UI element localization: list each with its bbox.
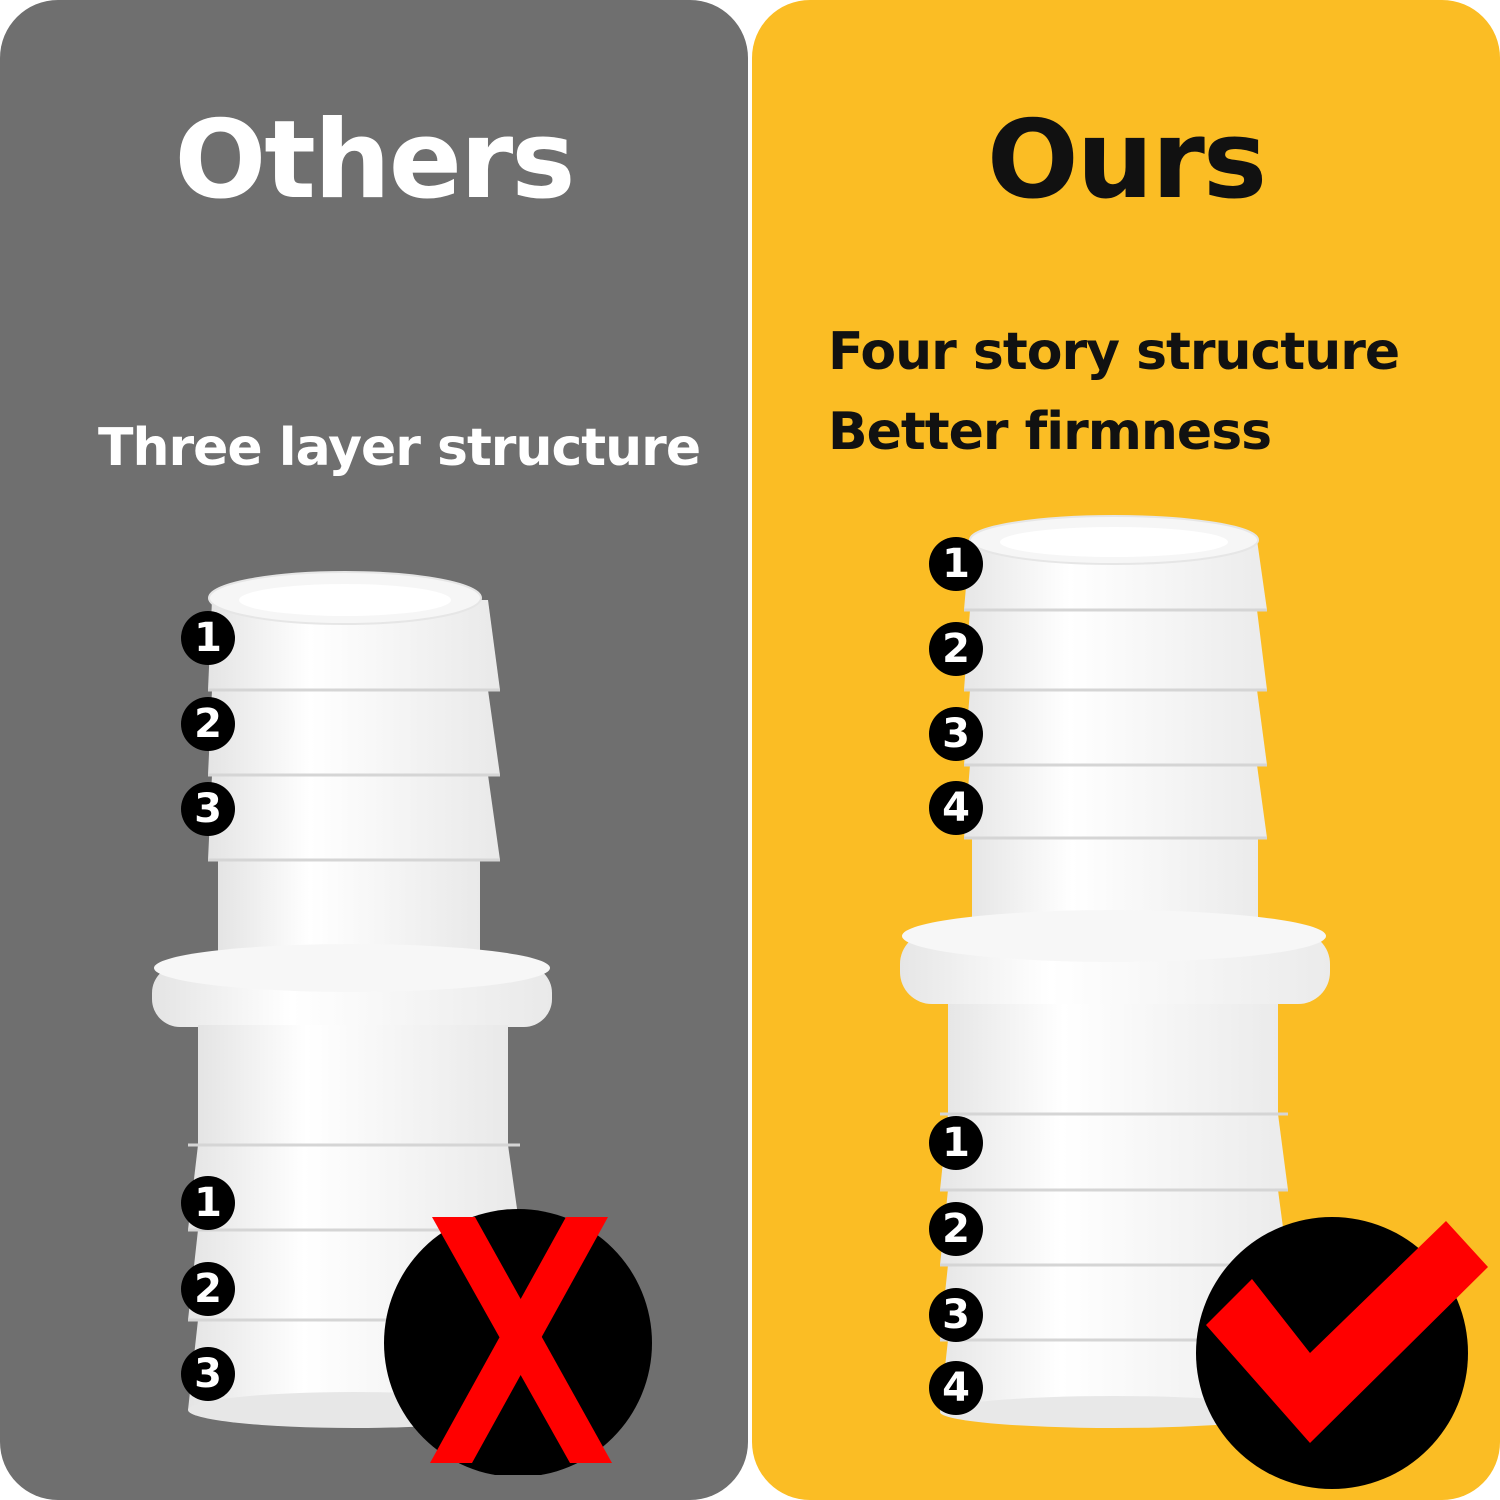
layer-badge-bottom-4: 4 xyxy=(929,1361,983,1415)
layer-badge-top-1: 1 xyxy=(929,537,983,591)
layer-badge-bottom-2: 2 xyxy=(929,1202,983,1256)
ours-panel: Ours Four story structure Better firmnes… xyxy=(752,0,1500,1500)
four-story-caption: Four story structure xyxy=(828,322,1400,382)
layer-badge-bottom-2: 2 xyxy=(181,1262,235,1316)
layer-badge-bottom-1: 1 xyxy=(929,1116,983,1170)
ours-title: Ours xyxy=(986,98,1267,223)
layer-badge-top-2: 2 xyxy=(181,697,235,751)
others-title: Others xyxy=(174,98,575,223)
layer-badge-top-3: 3 xyxy=(929,707,983,761)
others-panel: Others Three layer structure 1 2 3 1 2 3 xyxy=(0,0,748,1500)
four-story-fitting-image xyxy=(900,515,1330,1428)
layer-badge-top-2: 2 xyxy=(929,622,983,676)
better-firmness-caption: Better firmness xyxy=(828,402,1272,462)
three-layer-caption: Three layer structure xyxy=(98,418,701,478)
red-x-icon xyxy=(384,1209,652,1475)
layer-badge-bottom-3: 3 xyxy=(929,1288,983,1342)
layer-badge-bottom-3: 3 xyxy=(181,1347,235,1401)
layer-badge-bottom-1: 1 xyxy=(181,1176,235,1230)
layer-badge-top-1: 1 xyxy=(181,611,235,665)
red-check-icon xyxy=(1196,1217,1488,1489)
layer-badge-top-3: 3 xyxy=(181,782,235,836)
layer-badge-top-4: 4 xyxy=(929,781,983,835)
